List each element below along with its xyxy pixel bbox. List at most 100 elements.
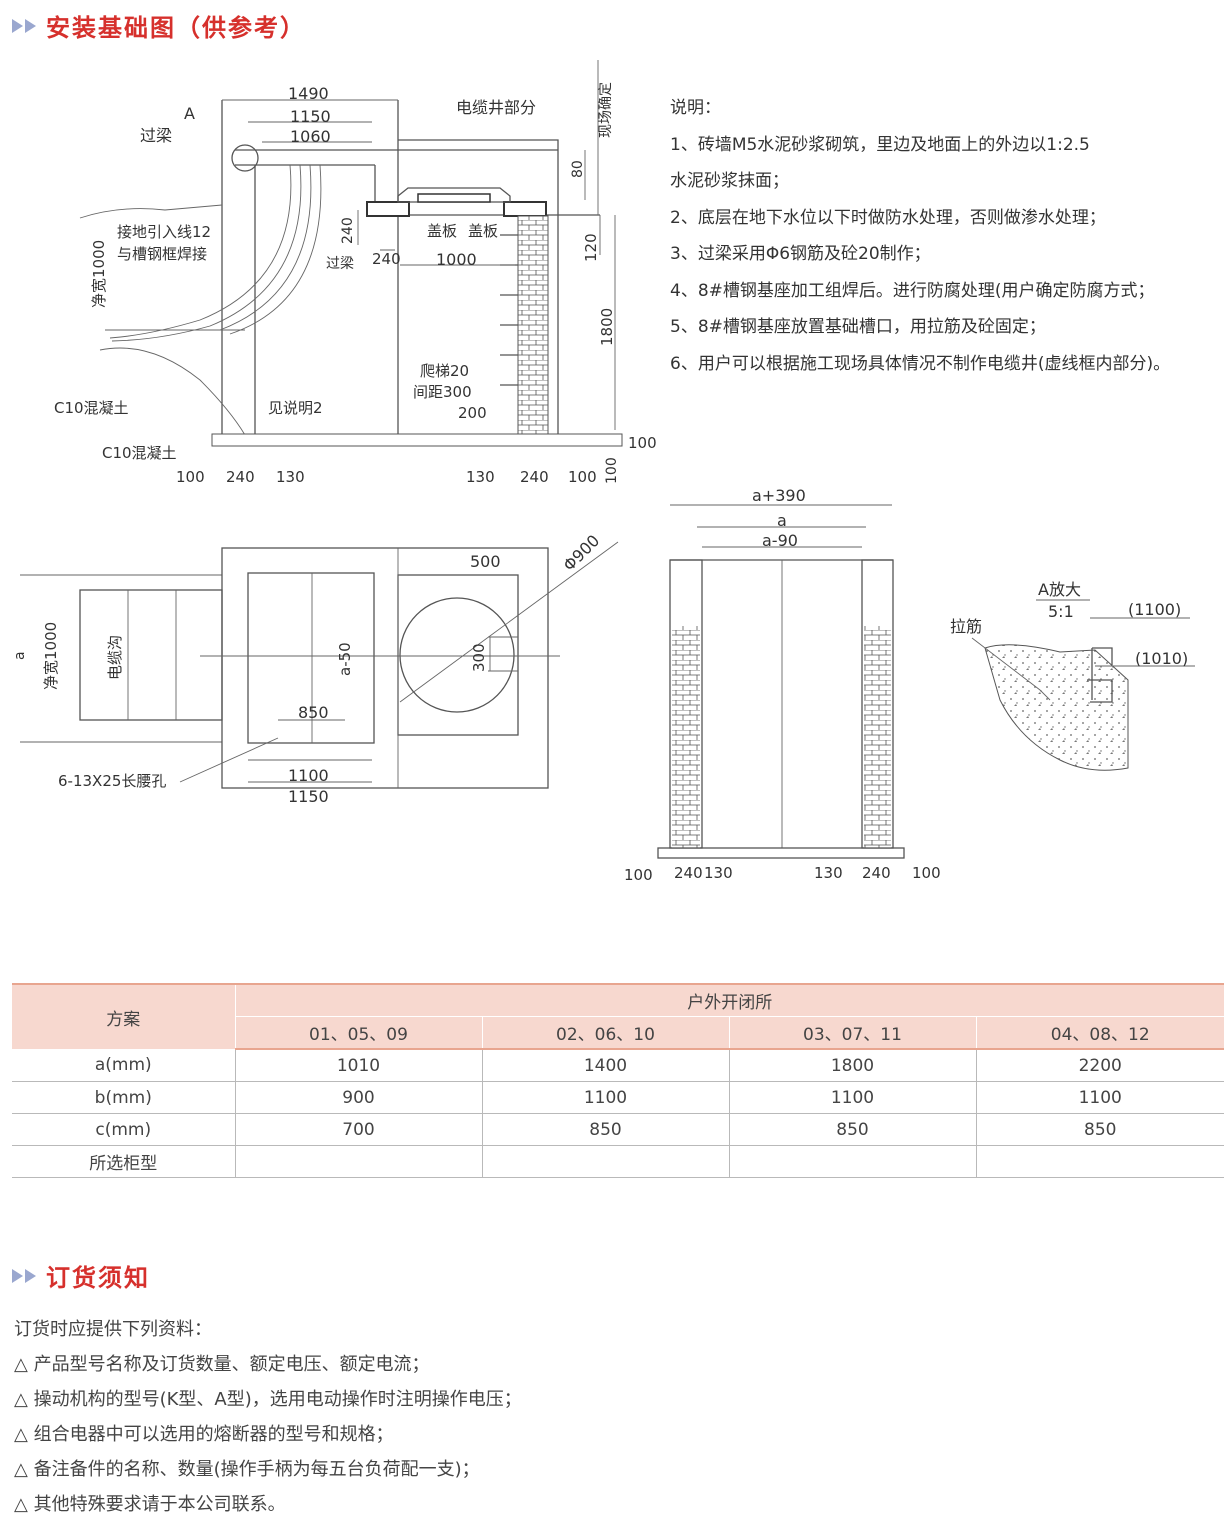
label-a: a [12, 651, 28, 660]
col-header: 04、08、12 [976, 1016, 1224, 1050]
table-cell: 1100 [482, 1081, 730, 1114]
note-line: 3、过梁采用Φ6钢筋及砼20制作； [670, 244, 931, 264]
section-title: 订货须知 [46, 1264, 150, 1292]
label-lintel: 过梁 [140, 126, 172, 145]
section-title: 安装基础图（供参考） [46, 14, 306, 42]
dim-e130-a: 130 [704, 864, 733, 882]
table-cell [729, 1145, 977, 1178]
arrow-icon [12, 1268, 23, 1283]
table-cell: 700 [235, 1113, 483, 1146]
group-header: 户外开闭所 [235, 983, 1224, 1017]
notes-block: 说明： 1、砖墙M5水泥砂浆砌筑，里边及地面上的外边以1:2.5 水泥砂浆抹面；… [670, 90, 1230, 382]
dim-phi900: Φ900 [559, 531, 603, 575]
dim-e100-a: 100 [624, 866, 653, 884]
dim-1150-b: 1150 [288, 787, 329, 806]
dim-e130-b: 130 [814, 864, 843, 882]
label-tie-bar: 拉筋 [950, 617, 982, 636]
arrow-icon [25, 18, 36, 33]
dim-a-plus-390: a+390 [752, 486, 806, 505]
note-line: 2、底层在地下水位以下时做防水处理，否则做渗水处理； [670, 207, 1106, 228]
dim-e100-b: 100 [912, 864, 941, 882]
dim-a-top: a [777, 511, 787, 530]
dim-80: 80 [570, 160, 586, 178]
table-row: a(mm) 1010 1400 1800 2200 [12, 1049, 1224, 1082]
order-item: △ 其他特殊要求请于本公司联系。 [14, 1494, 286, 1515]
dim-120: 120 [582, 233, 600, 262]
table-cell [235, 1145, 483, 1178]
notes-heading: 说明： [670, 98, 721, 118]
label-cover-2: 盖板 [468, 222, 498, 240]
table-cell: 2200 [976, 1049, 1224, 1082]
label-scale: 5:1 [1048, 602, 1074, 621]
plan-view [20, 541, 619, 789]
table-cell: 1100 [729, 1081, 977, 1114]
dim-850: 850 [298, 703, 329, 722]
table-cell: 850 [482, 1113, 730, 1146]
order-item: △ 操动机构的型号(K型、A型)，选用电动操作时注明操作电压； [14, 1389, 522, 1410]
dim-1100: 1100 [288, 766, 329, 785]
dim-1060: 1060 [290, 127, 331, 146]
table-cell: 1010 [235, 1049, 483, 1082]
label-ground-lead-1: 接地引入线12 [117, 223, 211, 241]
col-header: 01、05、09 [235, 1016, 483, 1050]
dim-240: 240 [372, 250, 401, 268]
dim-130-a: 130 [276, 468, 305, 486]
dim-100-b: 100 [568, 468, 597, 486]
table-cell: 850 [729, 1113, 977, 1146]
dim-e240-a: 240 [674, 864, 703, 882]
note-line: 5、8#槽钢基座放置基础槽口，用拉筋及砼固定； [670, 317, 1046, 337]
label-lintel-2: 过梁 [326, 256, 354, 272]
dim-300: 300 [470, 643, 488, 672]
dim-a-minus-90: a-90 [762, 531, 798, 550]
dim-1010-paren: (1010) [1135, 649, 1188, 668]
dim-500: 500 [470, 552, 501, 571]
order-item: △ 备注备件的名称、数量(操作手柄为每五台负荷配一支)； [14, 1459, 480, 1480]
table-row: b(mm) 900 1100 1100 1100 [12, 1081, 1224, 1114]
detail-a-view [971, 599, 1195, 771]
order-item: △ 组合电器中可以选用的熔断器的型号和规格； [14, 1424, 394, 1445]
table-row: 所选柜型 [12, 1145, 1224, 1178]
note-line: 1、砖墙M5水泥砂浆砌筑，里边及地面上的外边以1:2.5 [670, 134, 1090, 155]
col-header: 03、07、11 [729, 1016, 977, 1050]
order-intro: 订货时应提供下列资料： [14, 1319, 212, 1340]
table-cell: 1100 [976, 1081, 1224, 1114]
front-elevation [657, 504, 905, 859]
note-line: 4、8#槽钢基座加工组焊后。进行防腐处理(用户确定防腐方式； [670, 280, 1155, 301]
dim-130-b: 130 [466, 468, 495, 486]
row-label: a(mm) [12, 1049, 236, 1082]
dim-100-a: 100 [176, 468, 205, 486]
elevation-view [79, 60, 623, 447]
dim-1800: 1800 [598, 308, 616, 346]
dim-240-a: 240 [226, 468, 255, 486]
dim-e240-b: 240 [862, 864, 891, 882]
label-net-width: 净宽1000 [90, 240, 108, 308]
col-header-plan: 方案 [12, 983, 236, 1049]
label-c10-2: C10混凝土 [102, 444, 177, 462]
section-heading-order: 订货须知 [12, 1258, 150, 1293]
table-row: c(mm) 700 850 850 850 [12, 1113, 1224, 1146]
label-slot-holes: 6-13X25长腰孔 [58, 772, 166, 790]
dim-1150: 1150 [290, 107, 331, 126]
label-ladder-1: 爬梯20 [420, 362, 469, 380]
order-notes: 订货时应提供下列资料： △ 产品型号名称及订货数量、额定电压、额定电流； △ 操… [14, 1312, 522, 1522]
note-line: 6、用户可以根据施工现场具体情况不制作电缆井(虚线框内部分)。 [670, 353, 1171, 374]
dim-a-50: a-50 [336, 642, 354, 676]
col-header: 02、06、10 [482, 1016, 730, 1050]
dim-1000: 1000 [436, 250, 477, 269]
dim-240-vert: 240 [340, 217, 356, 244]
label-cover-1: 盖板 [427, 222, 457, 240]
row-label: c(mm) [12, 1113, 236, 1146]
note-line: 水泥砂浆抹面； [670, 171, 789, 191]
row-label: b(mm) [12, 1081, 236, 1114]
label-cable-well: 电缆井部分 [456, 98, 536, 117]
dim-100-vert: 100 [604, 457, 620, 484]
dim-240-b: 240 [520, 468, 549, 486]
label-ladder-2: 间距300 [413, 383, 472, 401]
spec-table: 方案 户外开闭所 01、05、09 02、06、10 03、07、11 04、0… [12, 983, 1224, 1178]
label-c10-1: C10混凝土 [54, 399, 129, 417]
table-cell: 900 [235, 1081, 483, 1114]
dim-1100-paren: (1100) [1128, 600, 1181, 619]
dim-100-right: 100 [628, 434, 657, 452]
arrow-icon [12, 18, 23, 33]
label-see-note-2: 见说明2 [268, 399, 323, 417]
